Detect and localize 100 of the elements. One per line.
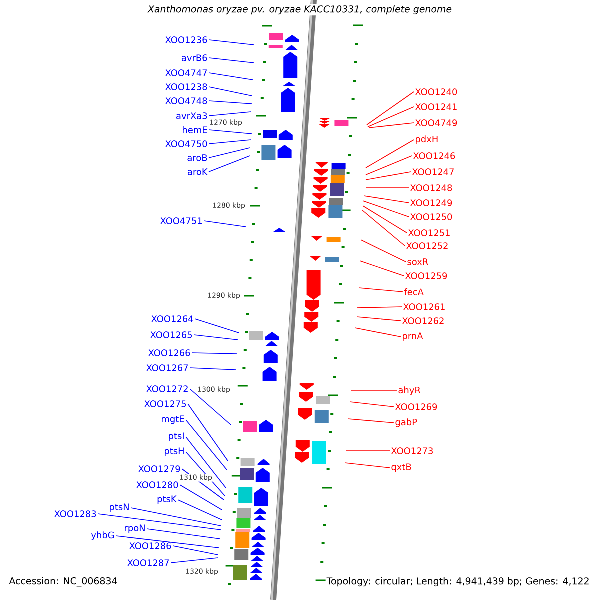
leader-line — [354, 328, 402, 338]
leader-line — [130, 508, 222, 526]
gene-label: XOO1266 — [148, 350, 190, 356]
leader-line — [194, 318, 240, 334]
leader-line — [190, 368, 236, 370]
gene-label: XOO1283 — [54, 510, 96, 518]
gene-label: fecA — [404, 288, 424, 296]
gene-label: ptsH — [165, 448, 184, 456]
leader-line — [208, 148, 250, 158]
leader-line — [360, 240, 406, 262]
gene-label: aroB — [188, 154, 208, 162]
leader-line — [208, 156, 250, 172]
gene-label: ahyR — [398, 386, 421, 396]
gene-label: ptsK — [158, 496, 177, 504]
gene-label: hemE — [183, 126, 208, 134]
gene-label: XOO1247 — [412, 168, 454, 176]
leader-line — [208, 58, 254, 64]
leader-line — [366, 92, 414, 126]
gene-label: avrB6 — [182, 54, 208, 62]
leader-line — [364, 196, 410, 204]
gene-label: XOO1279 — [138, 466, 180, 472]
leader-line — [208, 72, 254, 80]
leader-line — [362, 206, 408, 234]
leader-line — [368, 106, 414, 128]
leader-line — [344, 462, 390, 468]
leader-line — [366, 140, 414, 168]
gene-label: XOO1280 — [136, 482, 178, 488]
leader-line — [190, 388, 232, 426]
leader-line — [208, 40, 254, 46]
title: Xanthomonas oryzae pv. oryzae KACC10331, complete genome — [146, 4, 454, 16]
leader-line — [356, 306, 402, 308]
leader-line — [98, 514, 222, 530]
leader-line — [208, 112, 252, 116]
gene-label: XOO1250 — [410, 214, 452, 220]
leader-line — [116, 536, 220, 548]
gene-label: ptsN — [110, 504, 129, 512]
accession-text: Accession: NC_006834 — [9, 577, 118, 587]
leader-line — [208, 86, 252, 96]
leader-line — [178, 500, 222, 520]
gene-label: XOO1287 — [128, 560, 170, 566]
gene-label: qxtB — [392, 464, 412, 472]
gene-label: prnA — [403, 332, 424, 342]
gene-label: XOO1265 — [150, 332, 192, 338]
leader-line — [180, 484, 222, 510]
gene-label: XOO1261 — [403, 304, 445, 310]
gene-label: XOO1286 — [130, 542, 172, 550]
gene-label: XOO1241 — [415, 104, 457, 110]
leader-line — [204, 220, 246, 228]
gene-label: soxR — [408, 258, 428, 266]
gene-label: yhbG — [91, 532, 114, 540]
gene-label: XOO1249 — [410, 200, 452, 206]
leader-line — [350, 390, 398, 392]
gene-label: XOO1252 — [406, 242, 448, 250]
gene-label: ptsI — [169, 432, 184, 442]
gene-label: XOO1269 — [395, 404, 438, 410]
leader-line — [146, 528, 220, 540]
gene-label: XOO4749 — [415, 120, 458, 126]
leader-line — [362, 200, 410, 218]
gene-label: XOO1267 — [146, 364, 188, 372]
gene-label: XOO4751 — [160, 218, 202, 224]
genome-info-text: Topology: circular; Length: 4,941,439 bp; Genes: 4,122 — [326, 577, 589, 587]
leader-line — [172, 546, 218, 556]
gene-label: XOO1236 — [166, 36, 208, 44]
leader-line — [366, 172, 412, 180]
leader-line — [188, 404, 228, 462]
leader-line — [194, 334, 238, 340]
gene-label: XOO1273 — [391, 448, 433, 454]
gene-label: avrXa3 — [176, 112, 208, 120]
leader-line — [192, 352, 238, 354]
gene-label: XOO4750 — [166, 140, 208, 148]
leader-line — [208, 100, 252, 104]
gene-label: XOO1238 — [166, 84, 208, 90]
gene-label: aroK — [188, 168, 208, 176]
gene-label: XOO1272 — [146, 386, 188, 392]
leader-line — [356, 316, 402, 322]
leader-line — [366, 156, 412, 176]
gene-label: gabP — [396, 418, 418, 428]
gene-label: XOO4747 — [166, 70, 208, 76]
gene-label: XOO1275 — [144, 400, 186, 408]
leader-line — [348, 418, 394, 424]
gene-label: XOO1262 — [402, 318, 444, 324]
leader-line — [208, 130, 252, 134]
leader-line — [360, 260, 404, 276]
leader-line — [186, 420, 228, 470]
leader-line — [208, 140, 252, 144]
leader-line — [358, 288, 404, 292]
gene-label: XOO1251 — [408, 230, 450, 236]
gene-label: rpoN — [125, 524, 145, 534]
gene-label: XOO1240 — [415, 88, 458, 96]
gene-label: XOO1248 — [410, 184, 452, 192]
leader-line — [346, 450, 390, 452]
leader-line — [170, 558, 218, 564]
leader-line — [350, 402, 394, 408]
gene-label: XOO1259 — [405, 272, 448, 280]
leader-line — [362, 210, 406, 246]
gene-label: XOO1246 — [413, 152, 456, 160]
gene-label: mgtE — [162, 416, 184, 424]
leader-line — [186, 436, 226, 488]
gene-label: XOO1264 — [152, 316, 194, 322]
leader-line — [368, 122, 414, 128]
